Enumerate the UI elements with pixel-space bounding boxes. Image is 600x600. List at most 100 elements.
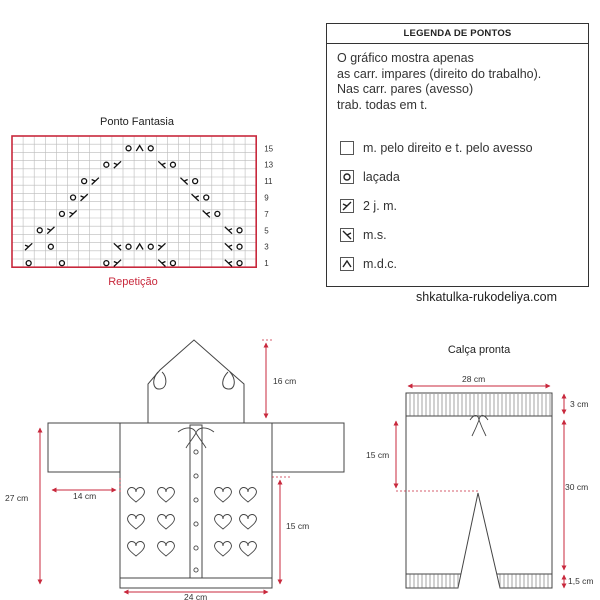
chart-symbol-yo	[58, 259, 66, 267]
jacket-buttons	[193, 449, 199, 573]
hood-cord-left	[153, 371, 167, 390]
legend-desc-line: Nas carr. pares (avesso)	[337, 82, 474, 96]
legend-title: LEGENDA DE PONTOS	[327, 24, 588, 44]
neck-tie	[177, 427, 215, 449]
chart-symbol-k2tog	[24, 242, 33, 251]
button-icon	[193, 521, 199, 527]
chart-row-numbers: 15 13 11 9 7 5 3 1	[264, 144, 273, 268]
chart-symbol-yo	[125, 145, 132, 152]
chart-symbol-yo	[236, 259, 243, 267]
chart-symbol-ssk	[191, 193, 200, 202]
chart-symbol-yo	[191, 177, 199, 185]
dim-hood-height: 16 cm	[273, 376, 296, 386]
chart-symbol-cdd	[135, 144, 144, 152]
chart-symbol-yo	[125, 243, 132, 250]
legend-desc-line: as carr. impares (direito do trabalho).	[337, 66, 542, 81]
chart-symbol-yo	[58, 210, 66, 218]
legend-item-k2tog: 2 j. m.	[340, 198, 397, 214]
dim-waistband: 3 cm	[570, 399, 588, 409]
chart-symbol-ssk	[224, 259, 233, 267]
double-decrease-icon	[340, 257, 354, 271]
chart-symbol-yo	[147, 145, 154, 152]
legend-desc-line: trab. todas em t.	[337, 97, 428, 112]
chart-symbol-ssk	[157, 259, 166, 267]
legend-description: O gráfico mostra apenas as carr. impares…	[327, 44, 588, 113]
source-watermark: shkatulka-rukodeliya.com	[416, 290, 558, 304]
chart-symbol-yo	[47, 243, 54, 250]
stitch-legend: LEGENDA DE PONTOS O gráfico mostra apena…	[326, 23, 589, 287]
pants-outline	[405, 392, 553, 589]
chart-row-number: 5	[264, 226, 269, 235]
pants-title: Calça pronta	[448, 344, 511, 356]
dim-pants-width: 28 cm	[462, 374, 485, 384]
chart-symbol-k2tog	[69, 210, 78, 218]
chart-row-number: 15	[264, 144, 273, 153]
chart-symbol-yo	[25, 259, 32, 267]
chart-border	[11, 135, 257, 268]
chart-symbol-yo	[236, 227, 243, 234]
legend-item-knit: m. pelo direito e t. pelo avesso	[340, 140, 533, 156]
chart-symbol-ssk	[224, 242, 233, 251]
chart-symbol-ssk	[202, 210, 211, 218]
button-icon	[193, 545, 199, 551]
chart-row-number: 11	[264, 177, 273, 186]
jacket-dimensions: 16 cm 27 cm 14 cm 15 cm 24 cm	[5, 339, 309, 600]
dim-body-height: 15 cm	[286, 521, 309, 531]
button-icon	[193, 449, 199, 455]
chart-title: Ponto Fantasia	[100, 116, 175, 128]
legend-item-cdd: m.d.c.	[340, 256, 397, 272]
chart-symbol-yo	[214, 210, 221, 218]
dim-sleeve-width: 14 cm	[73, 491, 96, 501]
chart-row-number: 13	[264, 161, 273, 170]
chart-symbol-k2tog	[91, 177, 100, 185]
chart-symbol-ssk	[113, 242, 122, 251]
chart-row-number: 3	[264, 243, 269, 252]
pants-dimensions: 28 cm 3 cm 15 cm 30 cm 1,5 cm	[366, 374, 594, 589]
chart-symbol-yo	[169, 161, 177, 168]
blank-square-icon	[340, 141, 354, 155]
k2tog-icon	[340, 199, 354, 213]
dim-rise: 15 cm	[366, 450, 389, 460]
chart-symbol-yo	[169, 259, 177, 267]
chart-symbol-yo	[203, 194, 210, 201]
legend-item-yarn-over: laçada	[340, 169, 400, 185]
legend-desc-line: O gráfico mostra apenas	[337, 51, 474, 65]
chart-symbol-k2tog	[113, 259, 122, 267]
knitting-chart-symbols	[24, 144, 243, 267]
chart-symbol-ssk	[224, 226, 233, 235]
jacket-hood	[147, 339, 245, 424]
dim-pants-length: 30 cm	[565, 482, 588, 492]
knitting-chart-grid	[11, 135, 257, 268]
chart-symbol-yo	[103, 259, 110, 267]
jacket-drawing	[47, 339, 345, 589]
pants-tie	[469, 415, 489, 437]
chart-row-number: 7	[264, 210, 269, 219]
chart-row-number: 9	[264, 194, 269, 203]
button-icon	[193, 497, 199, 503]
dim-cuff: 1,5 cm	[568, 576, 594, 586]
pants-drawing	[405, 392, 553, 589]
chart-symbol-yo	[36, 227, 43, 234]
chart-symbol-yo	[147, 243, 154, 250]
chart-symbol-ssk	[157, 160, 166, 169]
hood-cord-right	[222, 371, 235, 390]
chart-symbol-k2tog	[113, 160, 122, 169]
dim-body-width: 24 cm	[184, 592, 207, 600]
chart-symbol-yo	[236, 243, 243, 250]
button-icon	[193, 473, 199, 479]
repeat-label: Repetição	[108, 276, 158, 288]
yarn-over-icon	[340, 170, 354, 184]
chart-symbol-k2tog	[46, 226, 55, 235]
button-icon	[193, 567, 199, 573]
pants-cuffs	[406, 573, 552, 588]
chart-symbol-cdd	[135, 242, 144, 250]
chart-row-number: 1	[264, 259, 269, 268]
chart-symbol-ssk	[180, 177, 189, 185]
pants-waistband	[406, 394, 552, 417]
dim-total-height: 27 cm	[5, 493, 28, 503]
chart-symbol-yo	[69, 194, 77, 201]
chart-symbol-yo	[81, 177, 88, 185]
chart-symbol-yo	[103, 161, 110, 168]
chart-symbol-k2tog	[80, 193, 89, 202]
